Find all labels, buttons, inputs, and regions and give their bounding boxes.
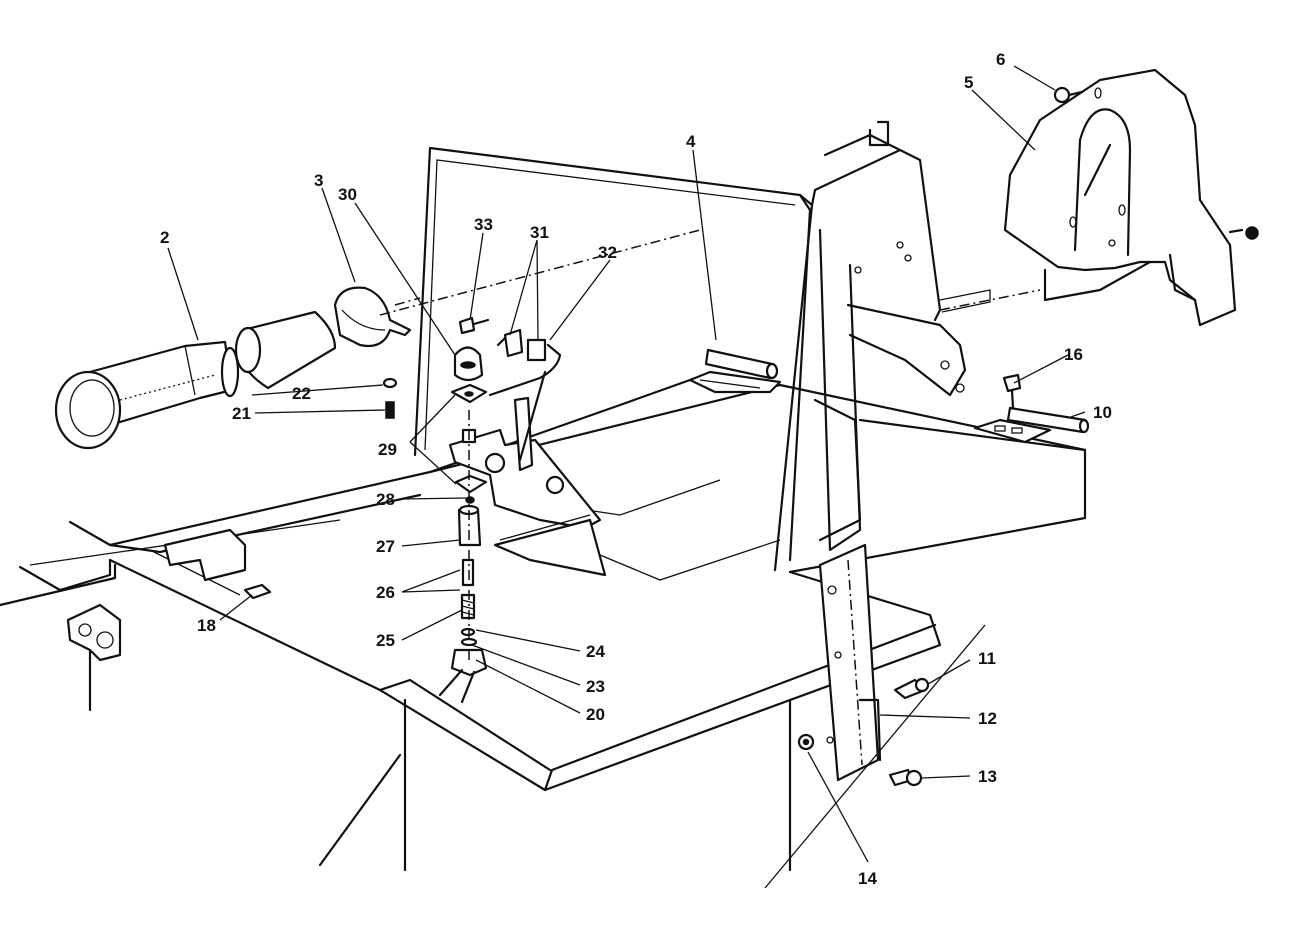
callout-20: 20 (586, 705, 605, 724)
callout-28: 28 (376, 490, 395, 509)
callout-4: 4 (686, 132, 696, 151)
bolt-11 (893, 677, 930, 700)
left-bracket (66, 528, 247, 662)
bolt-13 (888, 768, 923, 787)
callout-labels: 2 3 4 5 6 10 11 12 13 14 16 18 20 21 22 … (160, 50, 1112, 888)
callout-12: 12 (978, 709, 997, 728)
bolt-16 (1002, 373, 1022, 410)
leader-lines (167, 65, 1086, 889)
screw-21 (385, 401, 395, 419)
callout-14: 14 (858, 869, 877, 888)
guard-bolt (1228, 226, 1259, 240)
shaft-10 (973, 406, 1090, 444)
tab-18 (243, 583, 272, 600)
spring-mount-assembly (438, 316, 607, 704)
guard-rod (939, 289, 991, 313)
callout-21: 21 (232, 404, 251, 423)
callout-13: 13 (978, 767, 997, 786)
muffler-2 (54, 340, 240, 450)
callout-11: 11 (978, 649, 996, 668)
screw-6 (1053, 86, 1084, 104)
nut-14 (797, 733, 815, 751)
clamp-3 (333, 286, 421, 348)
callout-32: 32 (598, 243, 617, 262)
pulley-guard (1003, 68, 1237, 327)
callout-33: 33 (474, 215, 493, 234)
callout-30: 30 (338, 185, 357, 204)
housing-body (0, 378, 1087, 872)
callout-24: 24 (586, 642, 605, 661)
shaft-4 (688, 348, 782, 394)
callout-10: 10 (1093, 403, 1112, 422)
washer-22 (382, 377, 398, 389)
hinge-strap-12 (818, 543, 882, 782)
callout-5: 5 (964, 73, 973, 92)
callout-26: 26 (376, 583, 395, 602)
callout-3: 3 (314, 171, 323, 190)
callout-22: 22 (292, 384, 311, 403)
upright-frame (810, 120, 967, 552)
callout-2: 2 (160, 228, 169, 247)
callout-31: 31 (530, 223, 549, 242)
callout-23: 23 (586, 677, 605, 696)
back-panel (413, 146, 814, 572)
callout-18: 18 (197, 616, 216, 635)
exhaust-sleeve (234, 310, 337, 390)
callout-16: 16 (1064, 345, 1083, 364)
centerline-guard (939, 289, 1041, 311)
callout-27: 27 (376, 537, 395, 556)
centerline-shaft (379, 229, 701, 316)
callout-6: 6 (996, 50, 1005, 69)
callout-29: 29 (378, 440, 397, 459)
callout-25: 25 (376, 631, 395, 650)
